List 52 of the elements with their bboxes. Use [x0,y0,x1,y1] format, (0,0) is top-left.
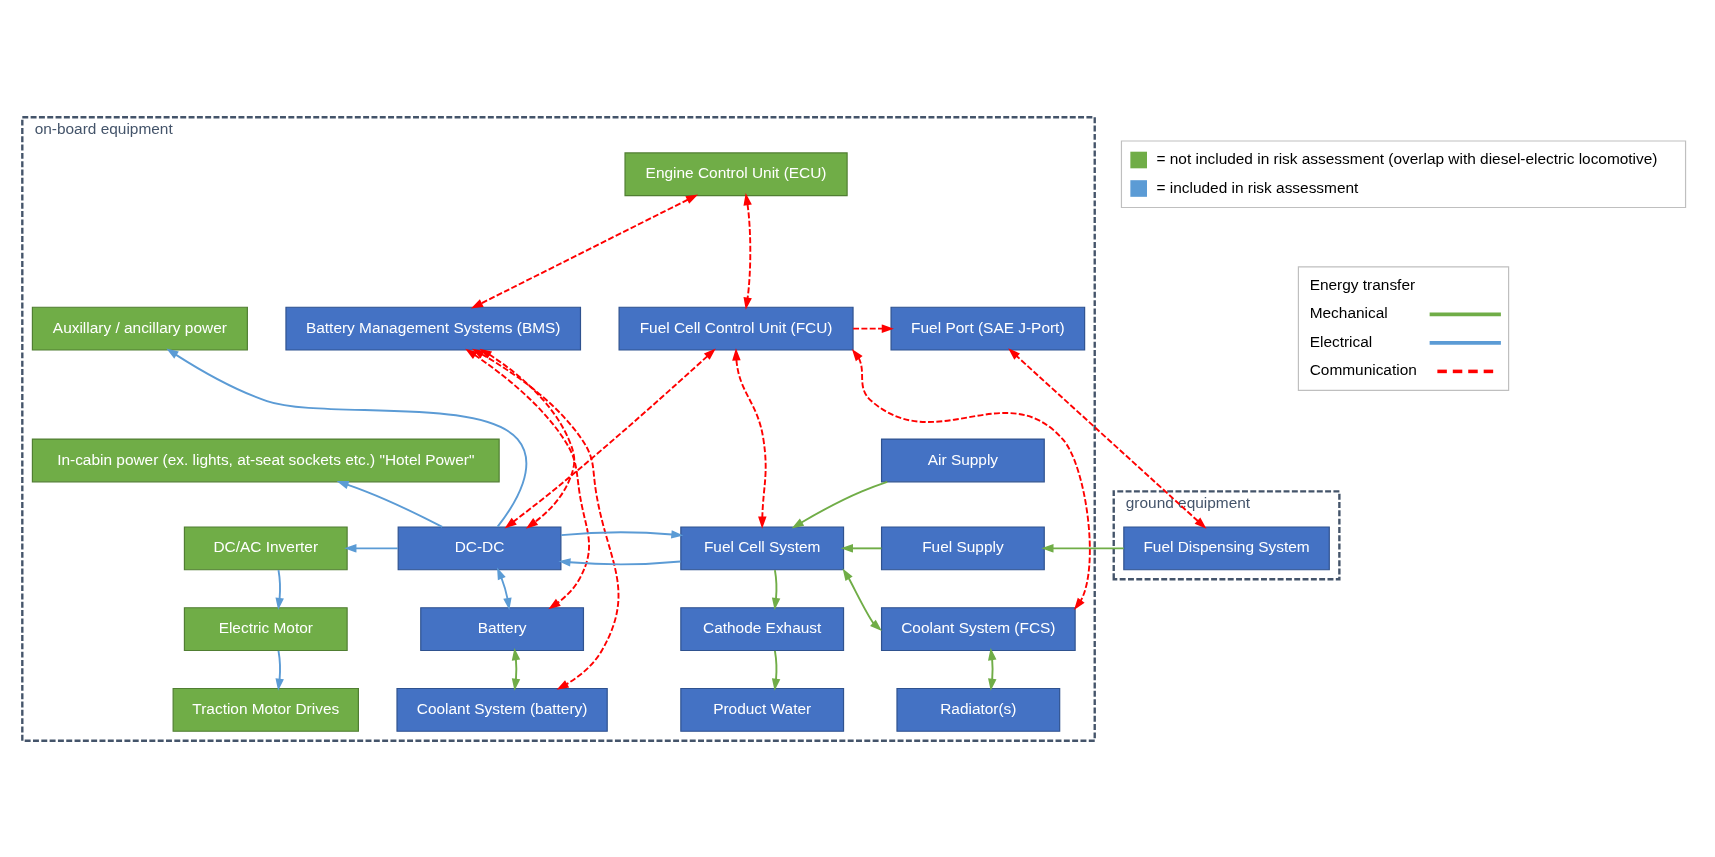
arrow [791,480,889,528]
node-box: Coolant System (FCS) [880,606,1076,651]
legend-label: Mechanical [1309,303,1388,321]
arrow [1008,347,1207,529]
arrow [275,649,284,691]
arrow [511,647,521,691]
legend-label: Communication [1309,360,1417,378]
arrow [743,192,752,310]
legend-label: Electrical [1309,332,1373,350]
node-box: Auxillary / ancillary power [31,306,248,351]
arrow [336,480,444,528]
node-box: Fuel Cell Control Unit (FCU) [618,306,854,351]
arrow [1041,543,1125,553]
node-box: Product Water [680,687,845,732]
node-box: Electric Motor [183,606,348,651]
node-box: Traction Motor Drives [172,687,359,732]
arrow [344,543,399,553]
node-box: Fuel Supply [880,525,1045,570]
node-box: Fuel Port (SAE J-Port) [890,306,1086,351]
node-box: Cathode Exhaust [680,606,845,651]
arrow [275,568,284,610]
arrow [472,348,620,690]
arrow [988,647,997,691]
arrow [166,347,528,528]
arrow [771,568,781,610]
arrow [470,194,699,308]
arrow [558,557,682,567]
node-box: DC/AC Inverter [183,525,348,570]
arrow [842,568,882,631]
node-box: DC-DC [397,525,562,570]
node-box: Coolant System (battery) [396,687,608,732]
node-box: Battery Management Systems (BMS) [285,306,582,351]
arrow [840,543,883,553]
node-box: Battery [420,606,585,651]
arrow [479,348,576,529]
arrow [504,348,716,528]
node-box: Engine Control Unit (ECU) [624,151,848,196]
arrow [560,529,684,539]
node-box: Air Supply [880,438,1045,482]
arrow [465,348,590,609]
arrow [497,567,512,610]
node-box: Fuel Dispensing System [1123,525,1330,570]
arrow [851,348,1091,610]
node-box: Fuel Cell System [680,525,845,570]
node-box: Radiator(s) [896,687,1061,732]
label: Energy transfer [1309,275,1416,293]
arrow [732,347,767,529]
legend-label: = not included in risk assessment (overlap with diesel-electric locomotive) [1156,149,1658,167]
legend-label: = included in risk assessment [1156,178,1359,196]
arrow [852,323,894,333]
arrow [771,649,781,691]
node-box: In-cabin power (ex. lights, at-seat sockets etc.) "Hotel Power" [31,438,500,482]
